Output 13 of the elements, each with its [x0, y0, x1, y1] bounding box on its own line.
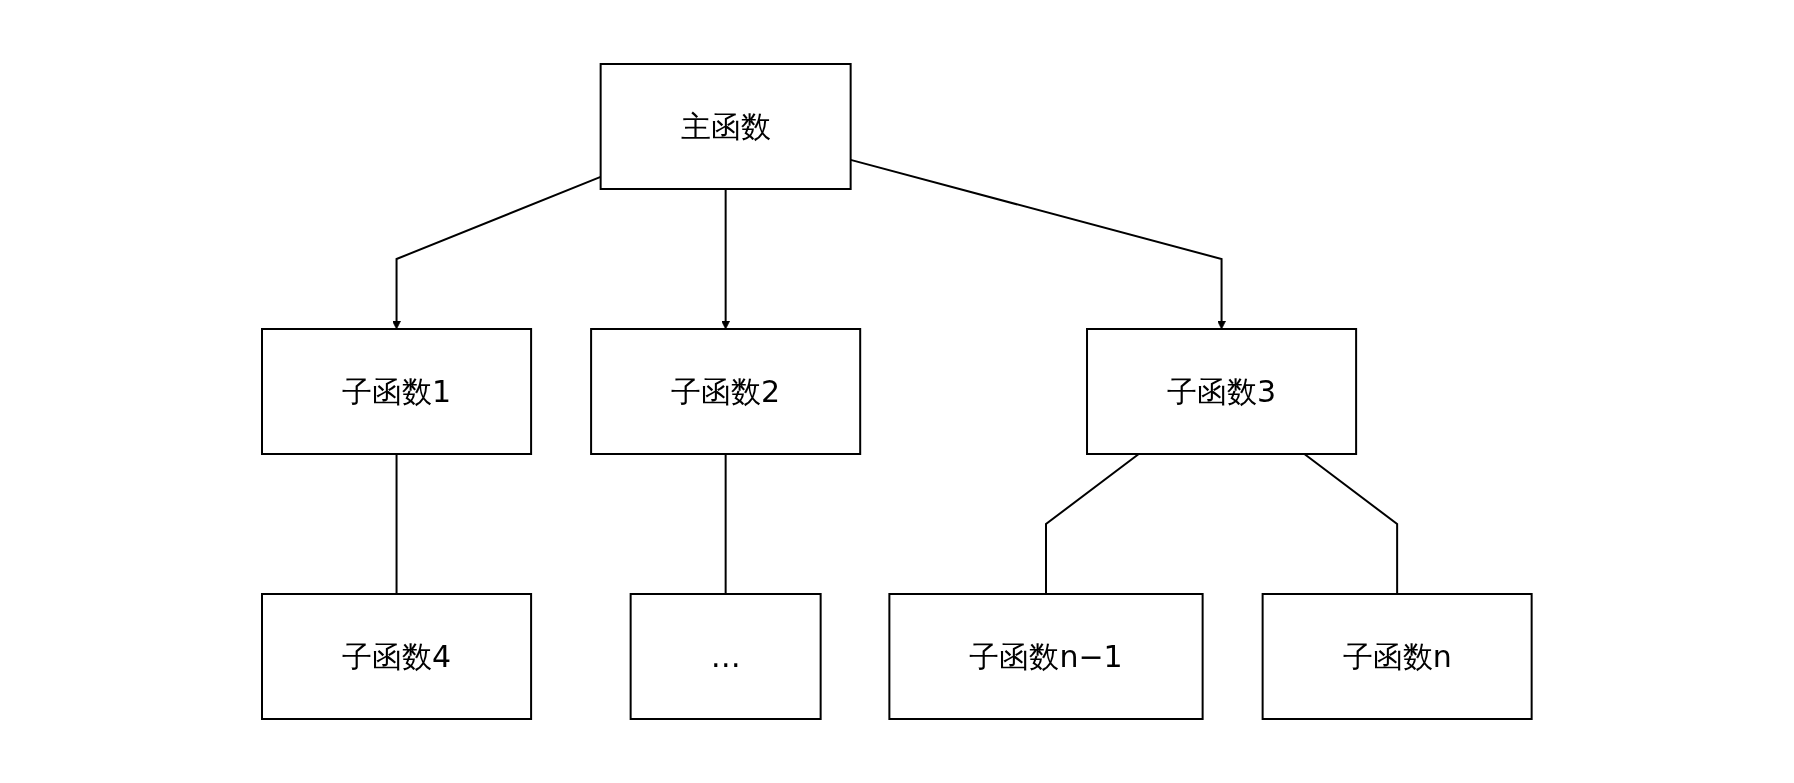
node-box: 子函数n [1261, 593, 1533, 720]
node-box: 子函数4 [261, 593, 533, 720]
node-box: 子函数1 [261, 328, 533, 455]
connector [1303, 453, 1399, 595]
connector [724, 453, 727, 595]
connector [395, 453, 398, 595]
node-box: … [629, 593, 822, 720]
arrow [721, 188, 731, 330]
node-box: 子函数2 [590, 328, 862, 455]
node-box: 子函数3 [1086, 328, 1358, 455]
node-box: 子函数n−1 [888, 593, 1204, 720]
node-box: 主函数 [599, 63, 852, 190]
connector [1045, 453, 1140, 595]
